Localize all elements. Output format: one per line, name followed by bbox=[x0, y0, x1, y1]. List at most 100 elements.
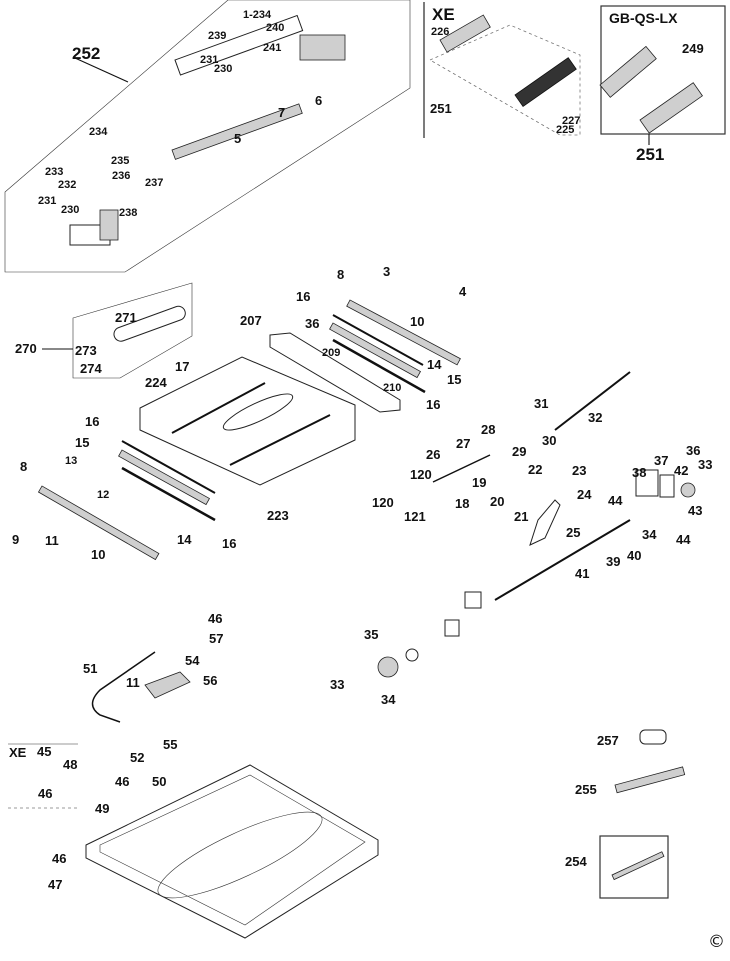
shaft-18 bbox=[432, 454, 491, 483]
label-14-rear: 14 bbox=[427, 357, 442, 372]
label-14-front: 14 bbox=[177, 532, 192, 547]
rear-extension bbox=[269, 332, 401, 413]
label-17: 17 bbox=[175, 359, 190, 374]
label-11-cable: 11 bbox=[126, 675, 140, 690]
label-231-top: 231 bbox=[200, 54, 219, 66]
label-46-cable: 46 bbox=[208, 611, 223, 626]
label-15-front: 15 bbox=[75, 435, 90, 450]
label-56: 56 bbox=[203, 673, 218, 688]
label-8-front: 8 bbox=[20, 459, 28, 474]
gb-guard-body-2 bbox=[639, 82, 703, 134]
shaft-32 bbox=[554, 371, 631, 431]
label-7: 7 bbox=[278, 105, 286, 120]
nut-36 bbox=[680, 482, 696, 498]
label-13: 13 bbox=[65, 455, 78, 467]
label-273: 273 bbox=[75, 343, 97, 358]
copyright-mark: © bbox=[708, 932, 725, 952]
fence-lower-rail bbox=[171, 103, 303, 160]
label-44-left: 44 bbox=[608, 493, 623, 508]
label-55: 55 bbox=[163, 737, 178, 752]
dust-adapter-257 bbox=[639, 729, 667, 745]
label-43: 43 bbox=[688, 503, 703, 518]
rail-16-rear bbox=[332, 314, 424, 366]
label-251-gb: 251 bbox=[636, 145, 665, 164]
label-46-base: 46 bbox=[115, 774, 130, 789]
xe-guard-outline bbox=[429, 24, 581, 136]
miter-slot-2 bbox=[229, 414, 331, 466]
label-44-right: 44 bbox=[676, 532, 691, 547]
label-4: 4 bbox=[459, 284, 467, 299]
label-36-top: 36 bbox=[305, 316, 320, 331]
miter-gauge-box bbox=[599, 835, 669, 899]
label-54: 54 bbox=[185, 653, 200, 668]
label-120-left: 120 bbox=[372, 495, 394, 510]
label-52: 52 bbox=[130, 750, 145, 765]
label-16-rear-bottom: 16 bbox=[426, 397, 441, 412]
label-57: 57 bbox=[209, 631, 224, 646]
rail-15-rear bbox=[329, 322, 422, 379]
label-48: 48 bbox=[63, 757, 78, 772]
bracket-upper bbox=[464, 591, 482, 609]
label-233: 233 bbox=[45, 166, 64, 178]
label-51: 51 bbox=[83, 661, 98, 676]
label-230-bottom: 230 bbox=[61, 204, 80, 216]
label-36-right: 36 bbox=[686, 443, 701, 458]
label-42: 42 bbox=[674, 463, 689, 478]
label-237: 237 bbox=[145, 177, 164, 189]
rail-16-front bbox=[121, 440, 216, 494]
label-210: 210 bbox=[383, 382, 402, 394]
fence-group-outline bbox=[4, 0, 411, 273]
fence-rail bbox=[174, 14, 304, 76]
label-8-rear: 8 bbox=[337, 267, 345, 282]
label-227: 227 bbox=[562, 115, 581, 127]
label-23: 23 bbox=[572, 463, 587, 478]
label-34-right: 34 bbox=[642, 527, 657, 542]
push-stick-255 bbox=[614, 766, 686, 794]
label-21: 21 bbox=[514, 509, 529, 524]
rail-15-front bbox=[118, 449, 211, 506]
label-1-234: 1-234 bbox=[243, 9, 272, 21]
label-257: 257 bbox=[597, 733, 619, 748]
rail-16-rear-lower bbox=[332, 338, 426, 394]
label-46-xe: 46 bbox=[38, 786, 53, 801]
label-239: 239 bbox=[208, 30, 227, 42]
label-6: 6 bbox=[315, 93, 323, 108]
fence-front-lock bbox=[99, 209, 119, 241]
label-226-top: 226 bbox=[431, 26, 450, 38]
label-28: 28 bbox=[481, 422, 496, 437]
label-238: 238 bbox=[119, 207, 138, 219]
label-41: 41 bbox=[575, 566, 590, 581]
cable-51 bbox=[91, 651, 156, 723]
label-39: 39 bbox=[606, 554, 621, 569]
label-235: 235 bbox=[111, 155, 130, 167]
label-38: 38 bbox=[632, 465, 647, 480]
label-16-front-bottom: 16 bbox=[222, 536, 237, 551]
label-31: 31 bbox=[534, 396, 549, 411]
label-249: 249 bbox=[682, 41, 704, 56]
label-230-top: 230 bbox=[214, 63, 233, 75]
label-15-rear: 15 bbox=[447, 372, 462, 387]
label-224: 224 bbox=[145, 375, 167, 390]
lever-23 bbox=[529, 499, 561, 546]
label-50: 50 bbox=[152, 774, 167, 789]
label-22: 22 bbox=[528, 462, 543, 477]
label-121: 121 bbox=[404, 509, 426, 524]
label-46-lower: 46 bbox=[52, 851, 67, 866]
label-254: 254 bbox=[565, 854, 587, 869]
base-outline bbox=[85, 764, 379, 939]
knob-35 bbox=[377, 656, 399, 678]
label-33-knob: 33 bbox=[330, 677, 345, 692]
variant-xe-top: XE bbox=[432, 5, 455, 24]
gb-guard-box bbox=[600, 5, 726, 135]
label-231-bottom: 231 bbox=[38, 195, 57, 207]
label-32: 32 bbox=[588, 410, 603, 425]
label-9: 9 bbox=[12, 532, 20, 547]
bracket-38 bbox=[635, 469, 659, 497]
xe-guard-body-1 bbox=[439, 14, 491, 53]
label-274: 274 bbox=[80, 361, 102, 376]
label-209: 209 bbox=[322, 347, 341, 359]
gb-guard-body-1 bbox=[599, 45, 657, 98]
label-20: 20 bbox=[490, 494, 505, 509]
label-45: 45 bbox=[37, 744, 52, 759]
